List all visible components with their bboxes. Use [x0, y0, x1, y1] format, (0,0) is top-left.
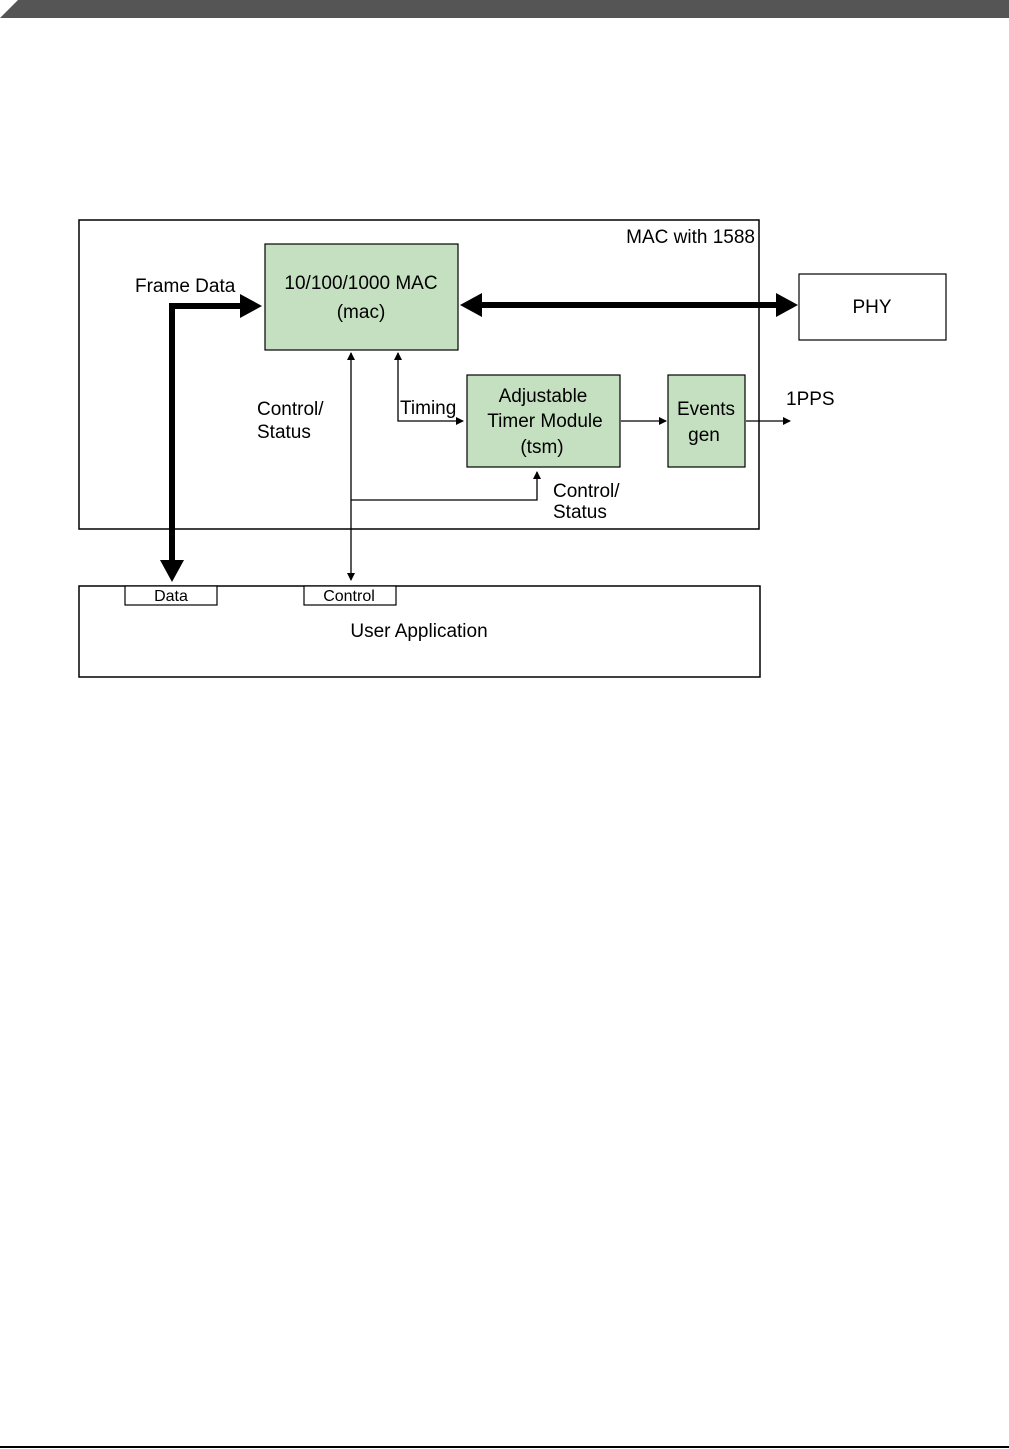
control-port-label: Control [323, 588, 375, 605]
frame-data-arrowhead-down [160, 560, 184, 582]
mac-phy-arrowhead-left [460, 293, 482, 317]
data-port-label: Data [154, 588, 188, 605]
control-port [303, 585, 397, 606]
events-block-line2: gen [688, 425, 720, 446]
frame-data-label: Frame Data [135, 276, 236, 297]
mac-with-1588-box [78, 219, 760, 530]
control-status-left-line2: Status [257, 422, 311, 443]
timer-block-line1: Adjustable [499, 386, 588, 407]
frame-data-arrowhead-right [240, 294, 262, 318]
events-block-line1: Events [677, 399, 735, 420]
mac-1588-block-diagram: MAC with 1588 10/100/1000 MAC (mac) PHY … [78, 219, 947, 678]
mac-block-line1: 10/100/1000 MAC [284, 273, 437, 294]
control-status-left-line1: Control/ [257, 399, 324, 420]
timer-block [466, 374, 621, 468]
data-port [124, 585, 218, 606]
page-footer-line [0, 1446, 1009, 1448]
user-application-label: User Application [350, 621, 487, 642]
timing-link [394, 352, 464, 425]
frame-data-link [169, 303, 244, 562]
timer-block-line3: (tsm) [520, 437, 563, 458]
control-status-bottom-line1: Control/ [553, 481, 620, 502]
control-status-bottom-line2: Status [553, 502, 607, 523]
mac-phy-arrowhead-right [776, 293, 798, 317]
phy-block-label: PHY [852, 297, 891, 318]
page-header-bar [0, 0, 1009, 18]
mac-block [264, 243, 459, 351]
mac-block-line2: (mac) [337, 302, 386, 323]
user-application-box [78, 585, 761, 678]
events-block [667, 374, 746, 468]
timer-control-status-link [351, 471, 541, 501]
output-1pps-label: 1PPS [786, 389, 835, 410]
phy-block [798, 273, 947, 341]
timer-block-line2: Timer Module [487, 411, 602, 432]
mac-with-1588-label: MAC with 1588 [626, 227, 755, 248]
timing-label: Timing [400, 398, 456, 419]
